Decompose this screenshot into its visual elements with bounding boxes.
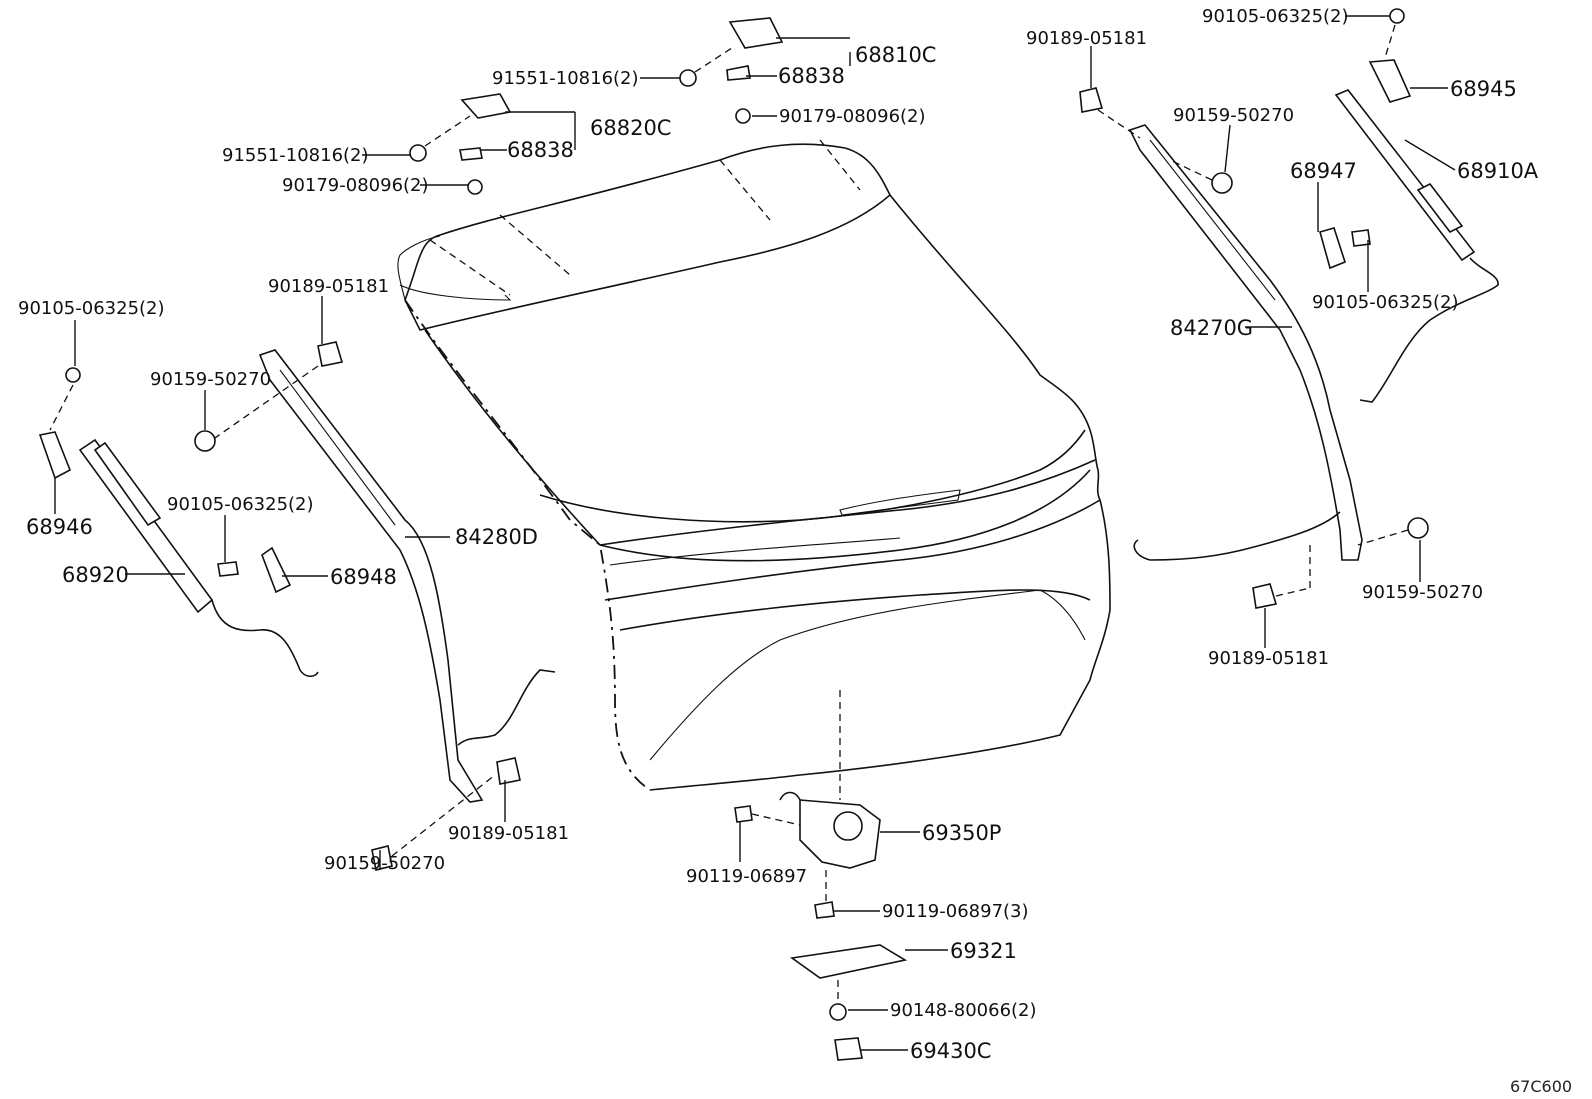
label-84280D: 84280D xyxy=(455,525,538,549)
right-nut-90159-bottom xyxy=(1357,517,1429,546)
label-90189-05181-right: 90189-05181 xyxy=(1208,648,1329,669)
label-90189-05181-top-right: 90189-05181 xyxy=(1026,28,1147,49)
label-84270G: 84270G xyxy=(1170,316,1253,340)
label-90179-08096-upper: 90179-08096(2) xyxy=(779,106,926,127)
label-69350P: 69350P xyxy=(922,821,1001,845)
left-clip-90189 xyxy=(211,341,344,441)
label-90159-50270-right: 90159-50270 xyxy=(1362,582,1483,603)
diagram-code: 67C600 xyxy=(1510,1077,1572,1096)
label-68947: 68947 xyxy=(1290,159,1357,183)
handle-69430C xyxy=(834,1037,863,1061)
label-68920: 68920 xyxy=(62,563,129,587)
strut-68910A xyxy=(1334,89,1499,403)
left-rail-84280D xyxy=(258,349,556,803)
label-68838-upper: 68838 xyxy=(778,64,845,88)
left-bracket-68948 xyxy=(217,546,292,594)
label-91551-10816-upper: 91551-10816(2) xyxy=(492,68,639,89)
label-68948: 68948 xyxy=(330,565,397,589)
strut-68920 xyxy=(78,438,319,678)
left-nut-90159 xyxy=(194,430,216,452)
lock-assembly-69350P xyxy=(779,690,881,869)
label-68838-lower: 68838 xyxy=(507,138,574,162)
right-rail-84270G xyxy=(1128,124,1363,561)
label-90119-06897-3: 90119-06897(3) xyxy=(882,901,1029,922)
label-90189-05181-mid-left: 90189-05181 xyxy=(268,276,389,297)
hinge-68810C xyxy=(679,17,784,124)
label-90105-06325-left: 90105-06325(2) xyxy=(18,298,165,319)
left-clip-90189-bottom xyxy=(496,757,521,785)
part-labels: 90105-06325(2) 68945 68910A 90189-05181 … xyxy=(18,6,1572,1096)
label-90119-06897: 90119-06897 xyxy=(686,866,807,887)
left-screw-90159-bottom xyxy=(371,774,496,871)
screw-90148-80066 xyxy=(829,980,847,1021)
right-hinge-bracket-68945 xyxy=(1368,8,1412,103)
label-90189-05181-bottom-left: 90189-05181 xyxy=(448,823,569,844)
bolt-90119-06897-3 xyxy=(814,870,835,919)
label-91551-10816-lower: 91551-10816(2) xyxy=(222,145,369,166)
label-90179-08096-lower: 90179-08096(2) xyxy=(282,175,429,196)
right-nut-90159-top xyxy=(1169,159,1233,194)
label-68820C: 68820C xyxy=(590,116,671,140)
label-68810C: 68810C xyxy=(855,43,936,67)
cover-69321 xyxy=(789,944,908,979)
leader-lines xyxy=(54,15,1456,1051)
label-68946: 68946 xyxy=(26,515,93,539)
label-69321: 69321 xyxy=(950,939,1017,963)
label-90159-50270-top-right: 90159-50270 xyxy=(1173,105,1294,126)
hinge-68820C xyxy=(409,93,512,195)
label-90105-06325-mid-right: 90105-06325(2) xyxy=(1312,292,1459,313)
label-90105-06325-mid-left: 90105-06325(2) xyxy=(167,494,314,515)
right-bracket-68947 xyxy=(1319,227,1371,270)
label-90159-50270-bottom-left: 90159-50270 xyxy=(324,853,445,874)
right-clip-90189-bottom xyxy=(1252,540,1311,609)
bolt-90119-06897 xyxy=(734,805,801,826)
label-68945: 68945 xyxy=(1450,77,1517,101)
left-hinge-bracket-68946 xyxy=(38,431,72,480)
left-bolt-90105-top xyxy=(49,367,81,431)
label-69430C: 69430C xyxy=(910,1039,991,1063)
label-90105-06325-top: 90105-06325(2) xyxy=(1202,6,1349,27)
back-door-panel xyxy=(397,139,1111,791)
label-90148-80066: 90148-80066(2) xyxy=(890,1000,1037,1021)
right-clip-90189-top xyxy=(1079,87,1141,139)
label-68910A: 68910A xyxy=(1457,159,1539,183)
label-90159-50270-mid-left: 90159-50270 xyxy=(150,369,271,390)
